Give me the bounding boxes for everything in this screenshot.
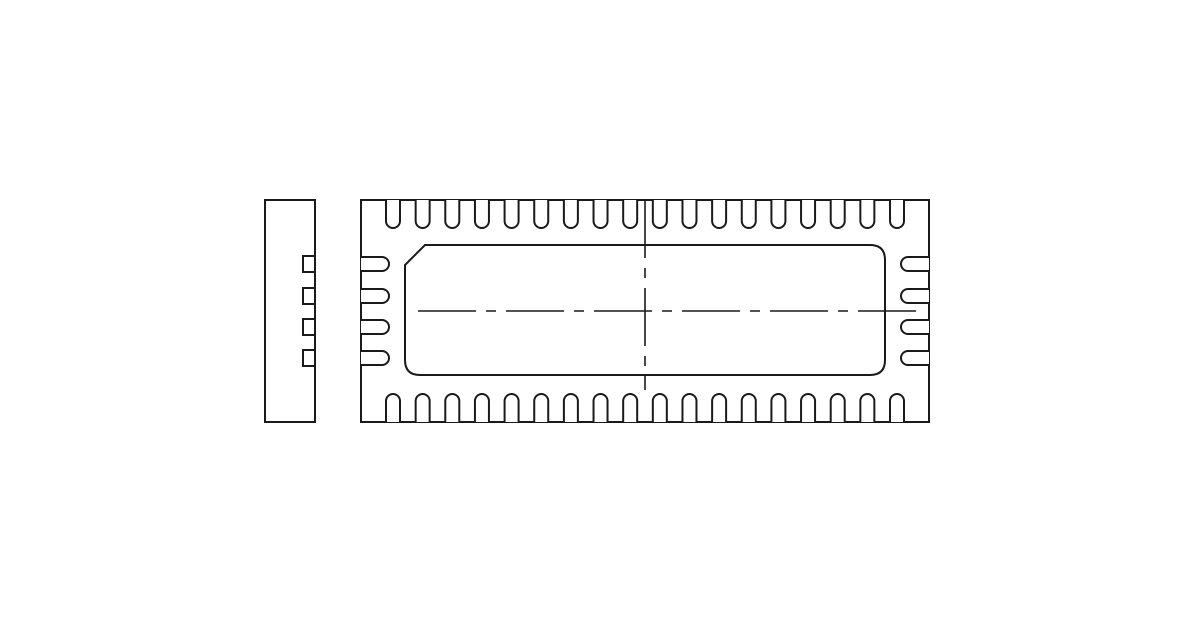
top-pad (444, 200, 461, 229)
bottom-pad (414, 393, 431, 422)
top-pad (592, 200, 609, 229)
side-view-body (264, 199, 316, 423)
side-lead-tab (302, 318, 316, 336)
top-pad (562, 200, 579, 229)
top-pad (385, 200, 401, 229)
bottom-pad (800, 393, 817, 422)
bottom-pad (503, 393, 520, 422)
right-pad (900, 288, 929, 304)
bottom-pad (681, 393, 698, 422)
top-pad (859, 200, 876, 229)
left-pad (361, 319, 390, 335)
bottom-pad (385, 393, 401, 422)
right-pad (900, 319, 929, 335)
left-pad (361, 256, 390, 272)
top-pad (829, 200, 846, 229)
top-pad (889, 200, 905, 229)
bottom-pad (562, 393, 579, 422)
top-pad (622, 200, 639, 229)
left-pad (361, 288, 390, 304)
center-lines (418, 200, 920, 390)
bottom-pad (592, 393, 609, 422)
side-lead-tab (302, 349, 316, 367)
top-pad (473, 200, 490, 229)
side-lead-tab (302, 255, 316, 273)
top-pad (711, 200, 728, 229)
left-pad (361, 350, 390, 366)
side-view (264, 199, 316, 423)
top-pad (740, 200, 757, 229)
top-pad (651, 200, 668, 229)
right-pad (900, 256, 929, 272)
bottom-pad (473, 393, 490, 422)
top-pad (503, 200, 520, 229)
top-pad (533, 200, 550, 229)
top-pad (414, 200, 431, 229)
bottom-pad (622, 393, 639, 422)
top-pad (770, 200, 787, 229)
bottom-pad (533, 393, 550, 422)
bottom-pad (444, 393, 461, 422)
top-pad (800, 200, 817, 229)
bottom-pad (829, 393, 846, 422)
bottom-pad (711, 393, 728, 422)
top-pad (681, 200, 698, 229)
bottom-pad (889, 393, 905, 422)
bottom-pad (859, 393, 876, 422)
bottom-pad (740, 393, 757, 422)
right-pad (900, 350, 929, 366)
side-lead-tab (302, 287, 316, 305)
bottom-pad (651, 393, 668, 422)
bottom-pad (770, 393, 787, 422)
